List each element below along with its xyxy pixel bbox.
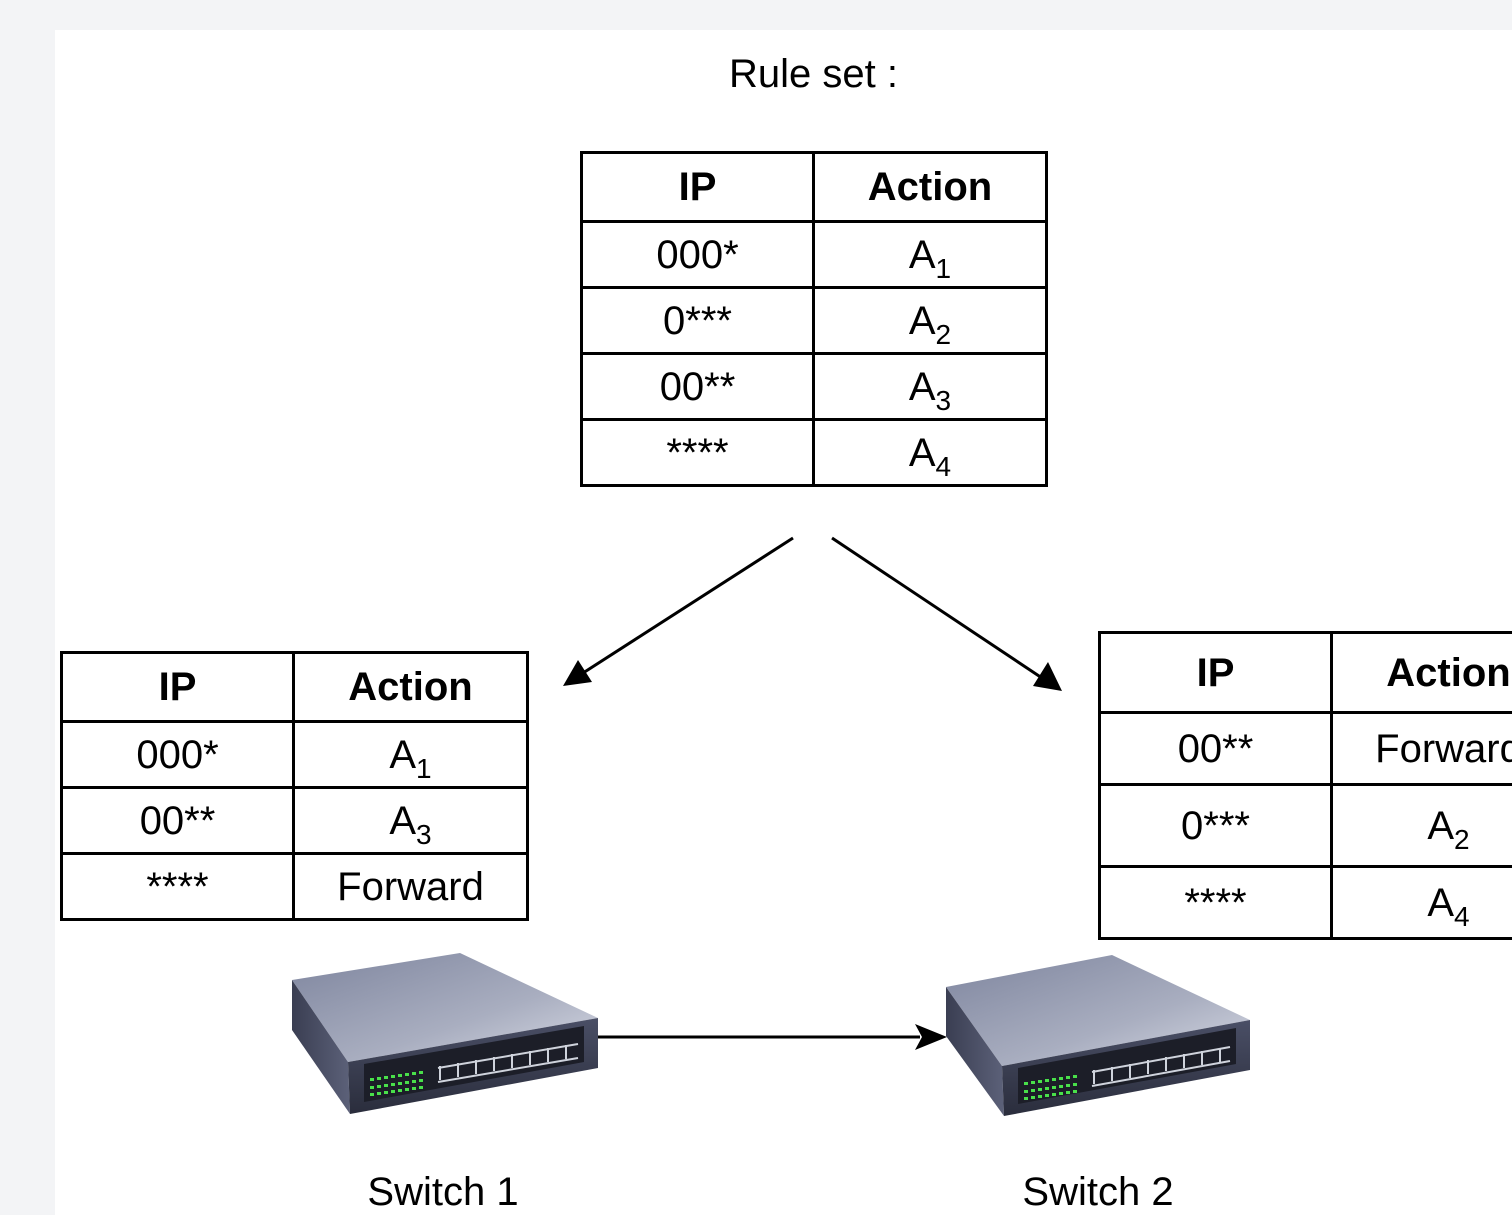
switch1-ip: 000* bbox=[60, 720, 295, 789]
rule-set-action: A3 bbox=[812, 352, 1048, 421]
switch1-header-ip: IP bbox=[60, 651, 295, 723]
switch1-action: A1 bbox=[292, 720, 529, 789]
switch1-ip: 00** bbox=[60, 786, 295, 855]
rule-set-ip: **** bbox=[580, 418, 815, 487]
switch1-action: A3 bbox=[292, 786, 529, 855]
switch1-ip: **** bbox=[60, 852, 295, 921]
switch1-icon bbox=[292, 953, 598, 1114]
switch2-header-ip: IP bbox=[1098, 631, 1333, 714]
switch2-action: A4 bbox=[1330, 865, 1512, 940]
rule-set-ip: 00** bbox=[580, 352, 815, 421]
rule-set-header-action: Action bbox=[812, 151, 1048, 223]
arrow-to-switch1 bbox=[563, 536, 794, 686]
switch2-action: A2 bbox=[1330, 783, 1512, 868]
switch2-table: IP Action 00** Forward 0*** A2 **** A4 bbox=[1098, 631, 1512, 940]
arrow-switch1-to-switch2 bbox=[598, 1024, 947, 1050]
rule-set-ip: 000* bbox=[580, 220, 815, 289]
rule-set-header-ip: IP bbox=[580, 151, 815, 223]
rule-set-action: A2 bbox=[812, 286, 1048, 355]
switch1-label: Switch 1 bbox=[367, 1170, 519, 1214]
switch2-ip: 00** bbox=[1098, 711, 1333, 786]
switch2-ip: **** bbox=[1098, 865, 1333, 940]
rule-set-title: Rule set : bbox=[729, 52, 898, 96]
switch1-action: Forward bbox=[292, 852, 529, 921]
switch1-table: IP Action 000* A1 00** A3 **** Forward bbox=[60, 651, 529, 921]
switch2-table-clip: IP Action 00** Forward 0*** A2 **** A4 bbox=[1098, 631, 1512, 951]
switch1-header-action: Action bbox=[292, 651, 529, 723]
rule-set-action: A1 bbox=[812, 220, 1048, 289]
rule-set-table: IP Action 000* A1 0*** A2 00** A3 **** A… bbox=[580, 151, 1048, 487]
switch2-header-action: Action bbox=[1330, 631, 1512, 714]
switch2-ip: 0*** bbox=[1098, 783, 1333, 868]
switch2-label: Switch 2 bbox=[1022, 1170, 1174, 1214]
arrow-to-switch2 bbox=[831, 536, 1062, 691]
switch2-action: Forward bbox=[1330, 711, 1512, 786]
rule-set-action: A4 bbox=[812, 418, 1048, 487]
rule-set-ip: 0*** bbox=[580, 286, 815, 355]
switch2-icon bbox=[946, 955, 1250, 1116]
